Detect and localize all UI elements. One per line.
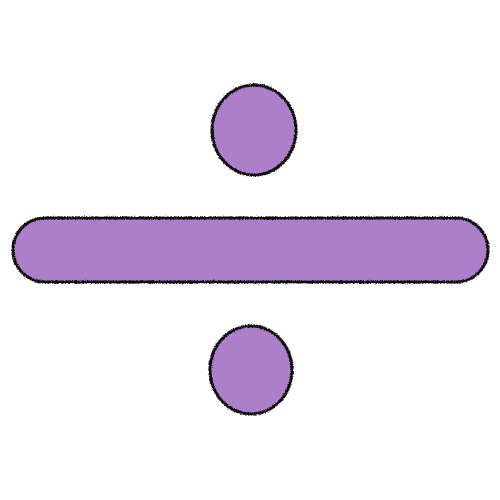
bottom-dot <box>208 324 294 416</box>
top-dot <box>210 83 298 177</box>
center-bar <box>11 216 490 284</box>
